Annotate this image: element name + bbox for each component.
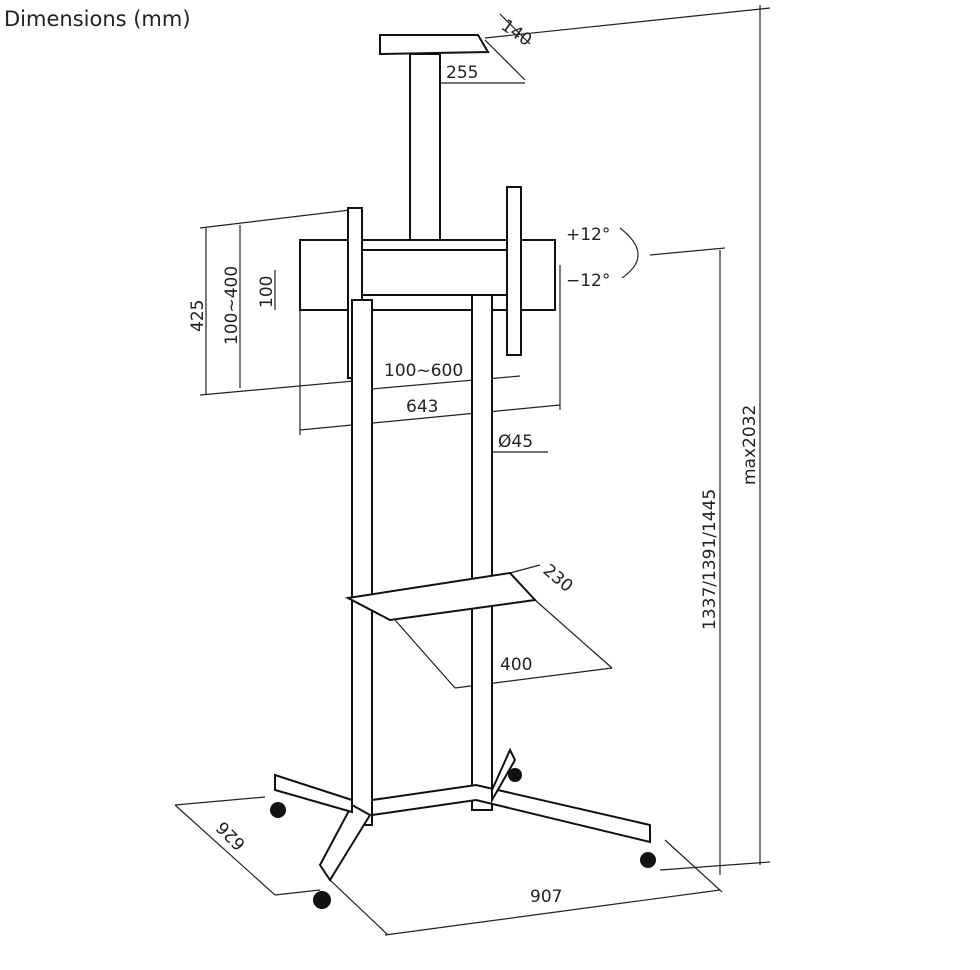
dim-pole-diameter: Ø45 <box>498 432 533 452</box>
dim-tilt-up: +12° <box>566 225 610 245</box>
dim-bracket-height: 425 <box>188 300 208 332</box>
dim-shelf-depth: 230 <box>539 561 577 597</box>
dim-center-heights: 1337/1391/1445 <box>700 489 720 630</box>
dim-top-tray-depth: 140 <box>497 16 535 51</box>
dim-vesa-min: 100 <box>257 276 277 308</box>
diagram-title: Dimensions (mm) <box>4 7 191 31</box>
tv-stand <box>270 34 656 909</box>
dim-bracket-width: 643 <box>406 397 438 417</box>
dim-tilt-down: −12° <box>566 271 610 291</box>
dim-vesa-vertical: 100~400 <box>222 266 242 345</box>
dim-top-tray-width: 255 <box>446 63 478 83</box>
dim-base-width: 907 <box>530 887 562 907</box>
dim-shelf-width: 400 <box>500 655 532 675</box>
dim-max-height: max2032 <box>740 405 760 485</box>
tilt-arrow-icon <box>619 227 639 279</box>
dim-base-depth: 626 <box>213 817 250 854</box>
dimension-lines <box>174 5 771 936</box>
dim-vesa-horizontal: 100~600 <box>384 361 463 381</box>
